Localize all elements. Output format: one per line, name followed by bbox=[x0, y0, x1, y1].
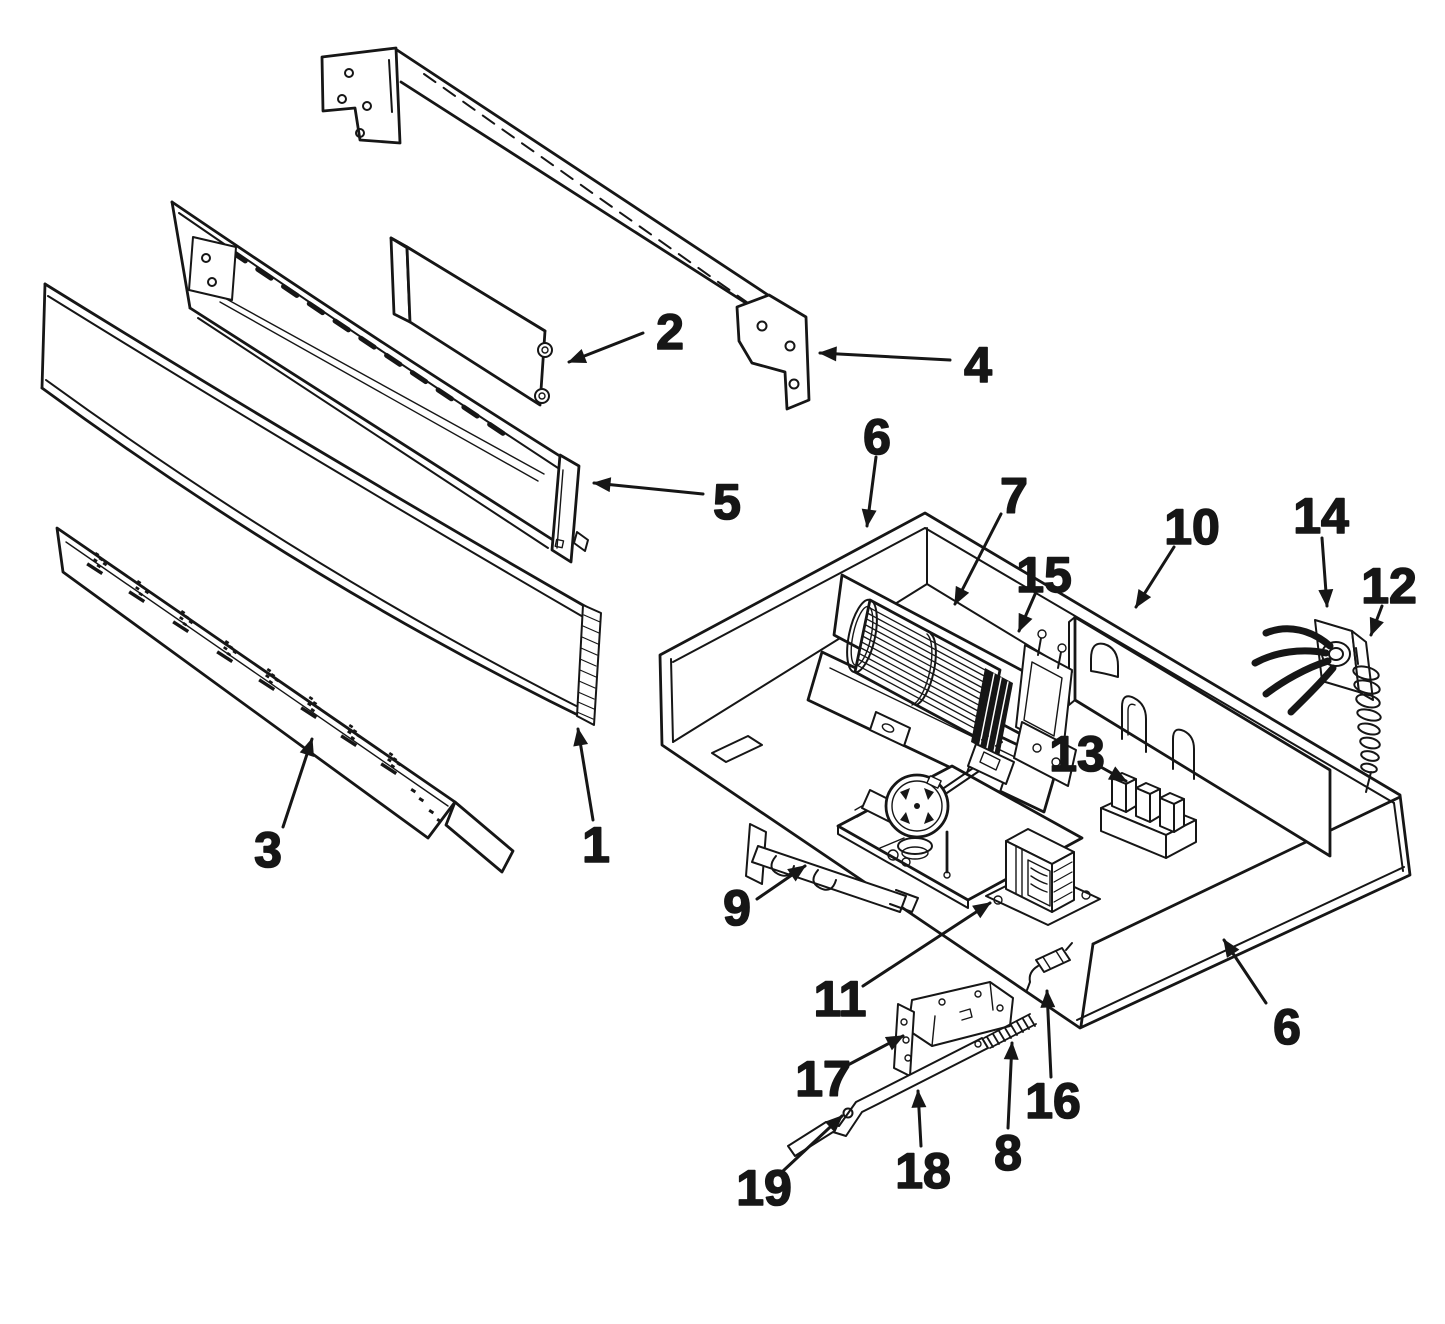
floor-slot bbox=[711, 735, 763, 763]
pin bbox=[842, 1107, 854, 1119]
latch-bar bbox=[751, 845, 907, 913]
callout-4: 4 bbox=[818, 336, 993, 394]
svg-text:13: 13 bbox=[1049, 726, 1105, 782]
terminal-block bbox=[1100, 772, 1197, 859]
svg-text:7: 7 bbox=[1000, 468, 1028, 524]
terminal-post bbox=[1135, 782, 1161, 823]
rod-connector bbox=[967, 743, 1015, 785]
glass-panel bbox=[40, 282, 602, 726]
rail-pin bbox=[388, 59, 393, 113]
callout-14: 14 bbox=[1292, 487, 1350, 608]
transformer bbox=[985, 828, 1101, 926]
callout-7: 7 bbox=[953, 467, 1029, 606]
svg-text:5: 5 bbox=[713, 474, 741, 530]
fuse bbox=[1026, 942, 1073, 991]
callout-2: 2 bbox=[567, 303, 685, 364]
callout-16: 16 bbox=[1024, 989, 1082, 1130]
display-module bbox=[389, 236, 553, 407]
partition-panel bbox=[1068, 615, 1332, 858]
svg-text:14: 14 bbox=[1293, 488, 1349, 544]
svg-text:1: 1 bbox=[582, 817, 610, 873]
mounting-rail-assembly bbox=[320, 46, 811, 411]
callout-17: 17 bbox=[794, 1034, 905, 1108]
membrane-overlay bbox=[55, 526, 515, 874]
callout-5: 5 bbox=[592, 473, 742, 531]
partition-arch-vent bbox=[1090, 642, 1119, 678]
svg-text:3: 3 bbox=[254, 822, 282, 878]
callout-10: 10 bbox=[1134, 498, 1221, 609]
svg-text:8: 8 bbox=[994, 1125, 1022, 1181]
conduit-coil bbox=[1352, 647, 1382, 793]
terminal-post bbox=[1159, 792, 1185, 833]
spring bbox=[983, 1013, 1037, 1049]
callout-8: 8 bbox=[993, 1041, 1023, 1182]
frame-right-cap bbox=[550, 453, 581, 564]
callout-15: 15 bbox=[1015, 546, 1073, 633]
wire-harness bbox=[1251, 619, 1374, 716]
motor-bracket bbox=[1013, 721, 1077, 787]
svg-text:17: 17 bbox=[795, 1051, 851, 1107]
svg-text:10: 10 bbox=[1164, 499, 1220, 555]
callouts: 1 2 3 4 5 6 6 7 8 9 bbox=[253, 303, 1418, 1217]
svg-text:9: 9 bbox=[723, 880, 751, 936]
callout-6b: 6 bbox=[1222, 938, 1302, 1056]
glass-edge bbox=[576, 604, 602, 726]
arch-tab-2 bbox=[1172, 728, 1195, 780]
callout-1: 1 bbox=[573, 727, 611, 874]
svg-text:12: 12 bbox=[1361, 558, 1417, 614]
callout-19: 19 bbox=[735, 1114, 844, 1217]
callout-3: 3 bbox=[253, 737, 314, 879]
callout-6a: 6 bbox=[861, 408, 892, 528]
callout-18: 18 bbox=[894, 1089, 952, 1200]
callout-13: 13 bbox=[1048, 725, 1128, 783]
svg-text:2: 2 bbox=[656, 304, 684, 360]
svg-text:15: 15 bbox=[1016, 547, 1072, 603]
rail-right-bracket bbox=[735, 293, 811, 411]
blower-fins bbox=[855, 606, 1000, 736]
frame-left-bracket bbox=[188, 236, 237, 301]
callout-11: 11 bbox=[813, 901, 992, 1028]
svg-text:4: 4 bbox=[964, 337, 992, 393]
callout-12: 12 bbox=[1360, 557, 1418, 637]
membrane-end-flap bbox=[444, 800, 515, 874]
svg-text:19: 19 bbox=[736, 1160, 792, 1216]
arch-tab-1 bbox=[1121, 695, 1147, 753]
rail-left-bracket bbox=[320, 46, 402, 145]
svg-text:6: 6 bbox=[1273, 999, 1301, 1055]
svg-text:16: 16 bbox=[1025, 1073, 1081, 1129]
svg-text:18: 18 bbox=[895, 1143, 951, 1199]
svg-text:11: 11 bbox=[814, 971, 867, 1027]
panel-frame bbox=[170, 200, 589, 564]
svg-text:6: 6 bbox=[863, 409, 891, 465]
callout-9: 9 bbox=[722, 864, 807, 937]
